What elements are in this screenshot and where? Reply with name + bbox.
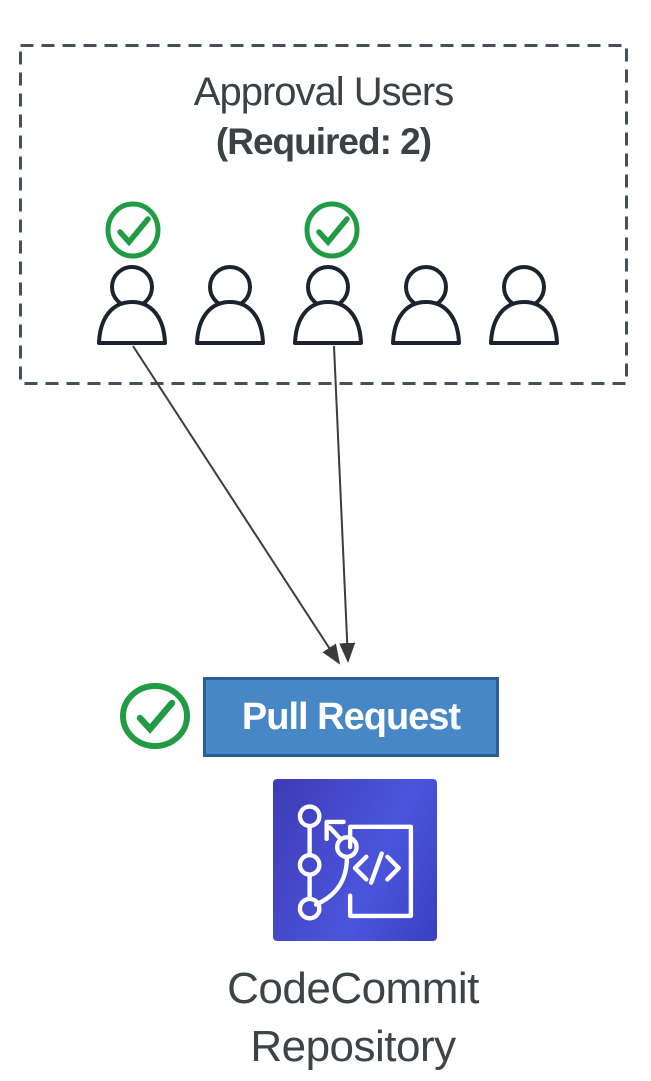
codecommit-icon — [273, 779, 437, 941]
pull-request-box: Pull Request — [203, 677, 499, 757]
approval-users-row — [97, 265, 559, 345]
commit-node-icon — [297, 852, 322, 877]
pull-request-label: Pull Request — [241, 695, 461, 738]
approval-users-box — [19, 44, 628, 385]
user-icon — [293, 265, 363, 345]
user-icon — [97, 265, 167, 345]
repository-label: CodeCommit Repository — [53, 960, 651, 1076]
repository-label-line1: CodeCommit — [227, 964, 479, 1013]
arrow-user1-to-pullrequest-icon — [132, 345, 341, 665]
user-icon — [489, 265, 559, 345]
approval-box-subtitle: (Required: 2) — [215, 121, 432, 162]
approval-box-title: Approval Users — [193, 70, 454, 114]
git-branch-code-glyph — [297, 804, 414, 921]
merge-arrow-icon — [324, 819, 346, 842]
check-circle-icon — [105, 201, 161, 259]
commit-node-icon — [297, 896, 322, 921]
user-icon — [195, 265, 265, 345]
arrow-user3-to-pullrequest-icon — [333, 345, 356, 663]
user-icon — [391, 265, 461, 345]
approval-arrows — [132, 345, 356, 665]
code-symbol-icon — [352, 851, 401, 885]
check-circle-icon — [120, 683, 190, 749]
commit-node-icon — [297, 804, 322, 829]
repository-label-line2: Repository — [250, 1022, 456, 1071]
check-circle-icon — [304, 201, 360, 259]
approval-box-header: Approval Users (Required: 2) — [20, 68, 627, 166]
bracket-icon — [347, 824, 414, 919]
